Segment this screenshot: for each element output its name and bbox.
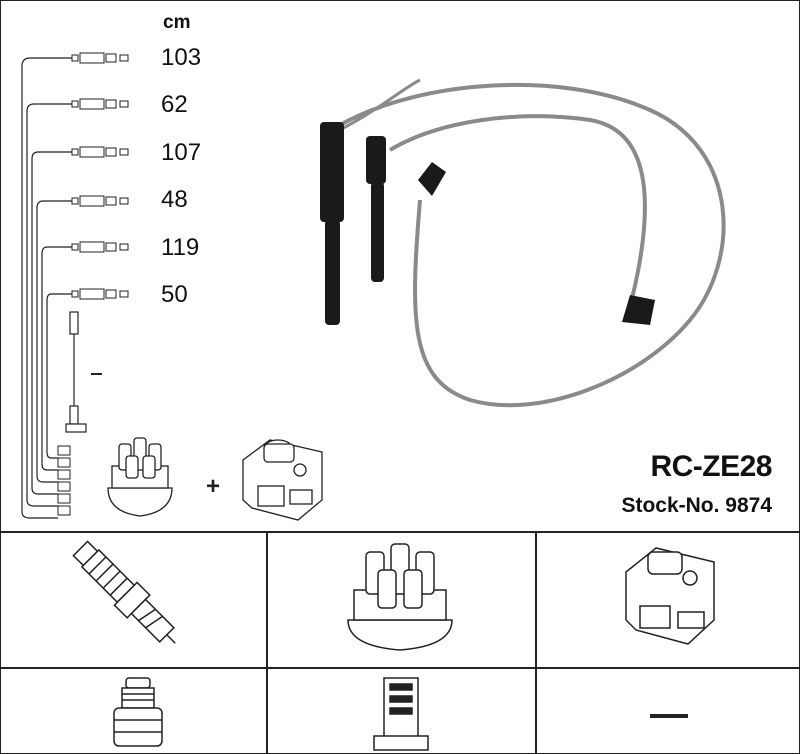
lead-length-3: 107 xyxy=(161,139,202,166)
lead-length-6: 50 xyxy=(161,281,188,308)
spark-plug-connector-icon xyxy=(113,677,163,747)
distributor-connector-icon xyxy=(373,677,429,751)
grid-divider-left xyxy=(266,531,268,754)
lead-schematic xyxy=(21,57,72,519)
distributor-cap-icon-large xyxy=(347,543,453,651)
grid-divider-top xyxy=(0,531,800,533)
unit-label: cm xyxy=(163,12,191,33)
product-code: RC-ZE28 xyxy=(650,450,772,483)
ignition-cable-set xyxy=(320,78,726,408)
distributor-cap-icon xyxy=(107,437,173,517)
spark-plug-icon xyxy=(72,540,176,644)
ignition-coil-icon-large xyxy=(625,547,715,645)
lead-connectors xyxy=(57,52,129,516)
grid-divider-right xyxy=(535,531,537,754)
lead-length-5: 119 xyxy=(161,234,200,261)
lead-length-4: 48 xyxy=(161,186,188,213)
plus-sign: + xyxy=(206,473,220,500)
lead-length-1: 103 xyxy=(161,44,202,71)
lead-length-2: 62 xyxy=(161,91,188,118)
coil-lead xyxy=(65,311,87,433)
ignition-coil-icon xyxy=(242,439,323,521)
grid-divider-middle xyxy=(0,667,800,669)
stock-number: Stock-No. 9874 xyxy=(621,494,772,517)
